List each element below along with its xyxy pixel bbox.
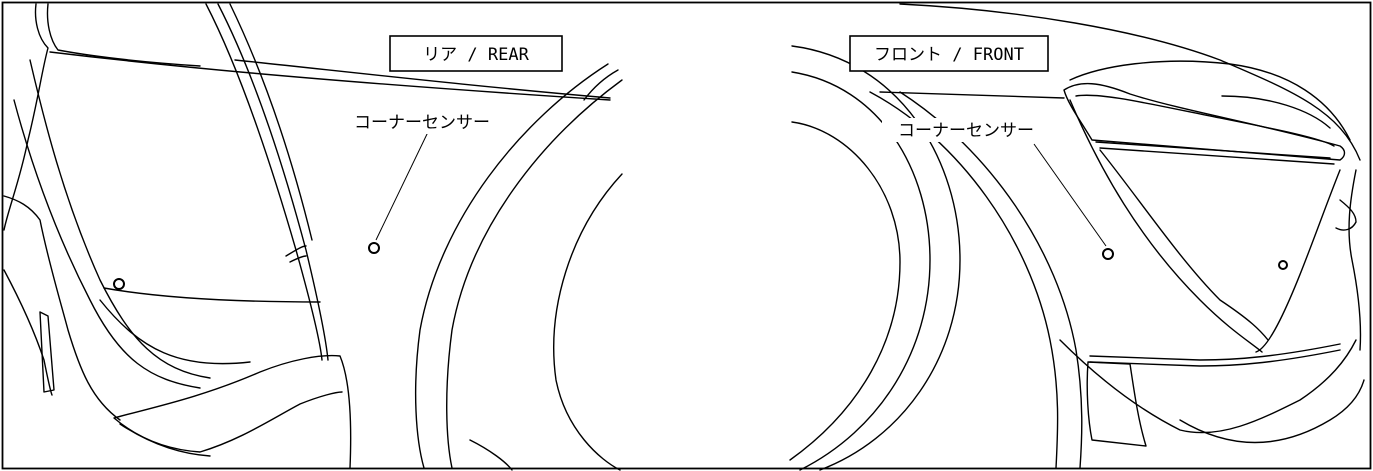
front-tire-arc-mid	[791, 71, 931, 471]
front-tire-arc-outer	[791, 45, 961, 471]
rear-pillar-edge	[229, 3, 313, 241]
rear-bumper-lower-2	[3, 269, 53, 396]
front-corner-sensor	[1102, 248, 1114, 260]
front-nose-curve-2	[1069, 99, 1263, 353]
front-label: フロント / FRONT	[874, 45, 1024, 65]
front-label-box	[849, 35, 1049, 72]
rear-trim-tick	[285, 245, 307, 263]
front-grille-curve	[1255, 169, 1341, 353]
front-headlight-strip	[1095, 141, 1335, 165]
front-intake-side	[1335, 199, 1357, 231]
rear-view	[3, 3, 623, 471]
front-headlight-top	[1221, 95, 1331, 129]
rear-character-line	[103, 287, 321, 303]
rear-sensor-leader	[375, 131, 429, 241]
rear-body-contour	[3, 3, 49, 231]
rear-door-line-2	[29, 59, 211, 379]
rear-arch-bottom	[469, 439, 513, 471]
front-hood-edge	[1069, 60, 1351, 141]
rear-fender-arc-outer	[414, 63, 609, 469]
front-headlight-outer	[1063, 82, 1346, 161]
rear-upper-line	[234, 59, 611, 99]
front-fender-arc-3	[879, 91, 1065, 99]
rear-diffuser	[113, 354, 352, 469]
rear-body-contour-2	[46, 3, 201, 67]
front-bumper-lip	[1179, 379, 1365, 444]
front-bumper-lower	[1059, 339, 1357, 434]
front-nose-curve	[1099, 149, 1269, 341]
front-tire-arc-inner	[789, 121, 901, 461]
front-headlight-inner	[1075, 94, 1335, 147]
front-hood-line	[899, 3, 1361, 161]
rear-sensor-caption: コーナーセンサー	[354, 113, 490, 133]
rear-tire-arc	[553, 173, 623, 471]
front-side-inlet	[1086, 361, 1147, 447]
front-view	[789, 3, 1365, 471]
rear-bumper-sensor	[113, 278, 125, 290]
rear-lower-curve	[99, 299, 251, 365]
front-sensor-caption: コーナーセンサー	[898, 121, 1034, 141]
rear-corner-sensor	[368, 242, 380, 254]
front-bumper-sensor	[1278, 260, 1288, 270]
front-fender-arc-2	[899, 91, 1083, 469]
front-splitter	[1089, 343, 1341, 367]
rear-label: リア / REAR	[423, 45, 529, 65]
front-sensor-leader	[1033, 143, 1107, 247]
rear-shoulder-line	[49, 51, 611, 101]
rear-pillar-inner	[217, 3, 329, 361]
front-intake-top	[1348, 169, 1362, 351]
rear-label-box	[389, 35, 563, 72]
rear-pillar-outer	[205, 3, 323, 361]
rear-fender-arc-2	[583, 69, 619, 101]
rear-fender-arc-inner	[446, 79, 623, 469]
rear-bumper-lower	[3, 195, 121, 421]
front-fender-arc-1	[869, 91, 1059, 469]
rear-door-line	[13, 99, 201, 389]
rear-diffuser-2	[119, 423, 211, 457]
rear-skirt	[39, 311, 55, 393]
